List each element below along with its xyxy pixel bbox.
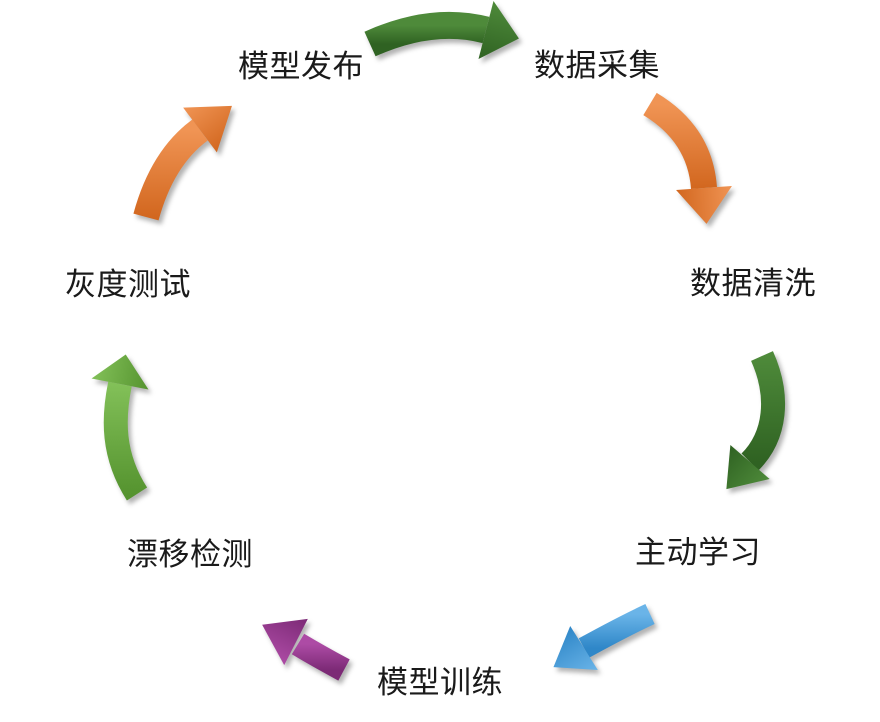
step-label-data-collection: 数据采集 (534, 48, 660, 84)
arrow-body (364, 11, 490, 57)
arrow-drift-detection-to-gray-testing (91, 354, 149, 501)
step-label-drift-detection: 漂移检测 (127, 537, 253, 573)
arrow-body (643, 92, 717, 190)
step-label-model-training: 模型训练 (377, 665, 503, 701)
step-label-model-release: 模型发布 (238, 49, 364, 85)
step-label-gray-testing: 灰度测试 (65, 267, 191, 303)
arrow-data-collection-to-data-cleaning (643, 92, 732, 224)
step-label-data-cleaning: 数据清洗 (690, 266, 816, 302)
arrow-model-training-to-drift-detection (262, 618, 350, 681)
arrow-body (133, 119, 209, 221)
arrow-head (676, 186, 732, 224)
arrow-head (262, 618, 308, 666)
arrow-head (183, 105, 232, 153)
arrow-head (478, 0, 519, 60)
step-label-active-learning: 主动学习 (635, 535, 761, 571)
arrow-active-learning-to-model-training (553, 604, 655, 671)
arrow-body (578, 604, 655, 658)
arrow-body (291, 633, 350, 681)
arrow-head (91, 354, 149, 390)
arrow-body (741, 351, 785, 471)
arrow-data-cleaning-to-active-learning (726, 351, 785, 490)
arrow-head (726, 444, 770, 490)
arrow-body (103, 381, 148, 501)
arrow-model-release-to-data-collection (364, 0, 519, 60)
arrow-gray-testing-to-model-release (133, 105, 232, 221)
arrow-head (553, 625, 598, 671)
